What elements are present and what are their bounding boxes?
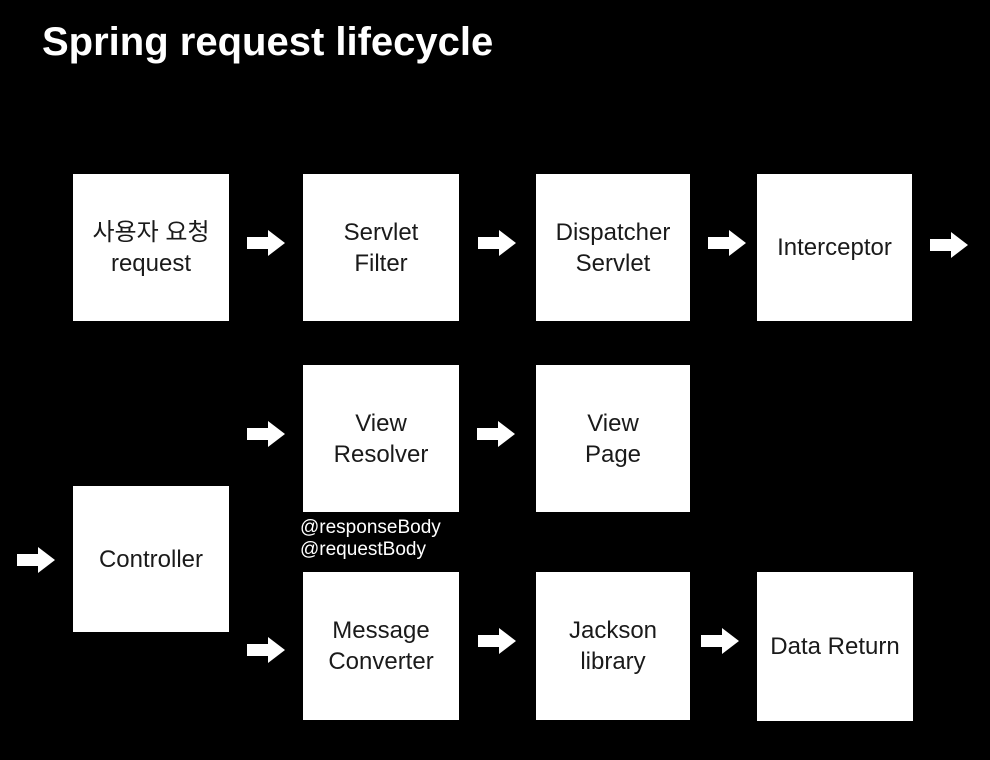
arrow-right-icon: [247, 421, 285, 447]
node-view-resolver: View Resolver: [303, 365, 459, 512]
arrow-edge-to-controller: [17, 547, 55, 573]
node-label-line: Jackson: [568, 617, 658, 644]
arrow-right-icon: [930, 232, 968, 258]
arrow-right-icon: [477, 421, 515, 447]
node-label-line: Converter: [328, 648, 434, 675]
node-label-line: View: [355, 409, 407, 437]
arrow-right-icon: [17, 547, 55, 573]
node-label-line: Page: [584, 440, 642, 468]
node-label-line: Interceptor: [777, 234, 892, 261]
node-dispatcher-servlet: Dispatcher Servlet: [536, 174, 690, 321]
arrow-right-icon: [247, 637, 285, 663]
node-label-line: Dispatcher: [555, 218, 671, 246]
arrow-right-icon: [247, 230, 285, 256]
annotation-request-body: @requestBody: [300, 539, 426, 560]
arrow-message-converter-to-jackson-library: [478, 628, 516, 654]
node-jackson-library: Jackson library: [536, 572, 690, 720]
arrow-right-icon: [701, 628, 739, 654]
node-servlet-filter: Servlet Filter: [303, 174, 459, 321]
arrow-servlet-filter-to-dispatcher-servlet: [478, 230, 516, 256]
node-label-line: Servlet: [575, 249, 651, 277]
node-label-line: Controller: [98, 545, 204, 573]
node-interceptor: Interceptor: [757, 174, 912, 321]
node-label-line: Resolver: [333, 440, 429, 468]
node-label-line: library: [580, 648, 646, 675]
arrow-dispatcher-servlet-to-interceptor: [708, 230, 746, 256]
annotation-labels: @responseBody @requestBody: [300, 517, 441, 561]
arrow-controller-to-message-converter: [247, 637, 285, 663]
arrow-view-resolver-to-view-page: [477, 421, 515, 447]
arrow-jackson-library-to-data-return: [701, 628, 739, 654]
arrow-controller-to-view-resolver: [247, 421, 285, 447]
arrow-right-icon: [478, 628, 516, 654]
node-message-converter: Message Converter: [303, 572, 459, 720]
node-label-line: Data Return: [770, 633, 900, 660]
node-label-line: View: [587, 409, 639, 437]
arrow-user-request-to-servlet-filter: [247, 230, 285, 256]
arrow-interceptor-to-edge: [930, 232, 968, 258]
node-data-return: Data Return: [757, 572, 913, 721]
arrow-right-icon: [478, 230, 516, 256]
annotation-response-body: @responseBody: [300, 517, 441, 538]
node-controller: Controller: [73, 486, 229, 632]
page-title: Spring request lifecycle: [42, 20, 494, 64]
arrow-right-icon: [708, 230, 746, 256]
node-label-line: Servlet: [343, 218, 419, 246]
node-user-request: 사용자 요청 request: [73, 174, 229, 321]
node-label-line: Message: [332, 617, 430, 644]
node-label-line: Filter: [354, 249, 408, 277]
node-view-page: View Page: [536, 365, 690, 512]
node-label-line: 사용자 요청: [92, 218, 210, 246]
node-label-line: request: [110, 249, 192, 277]
